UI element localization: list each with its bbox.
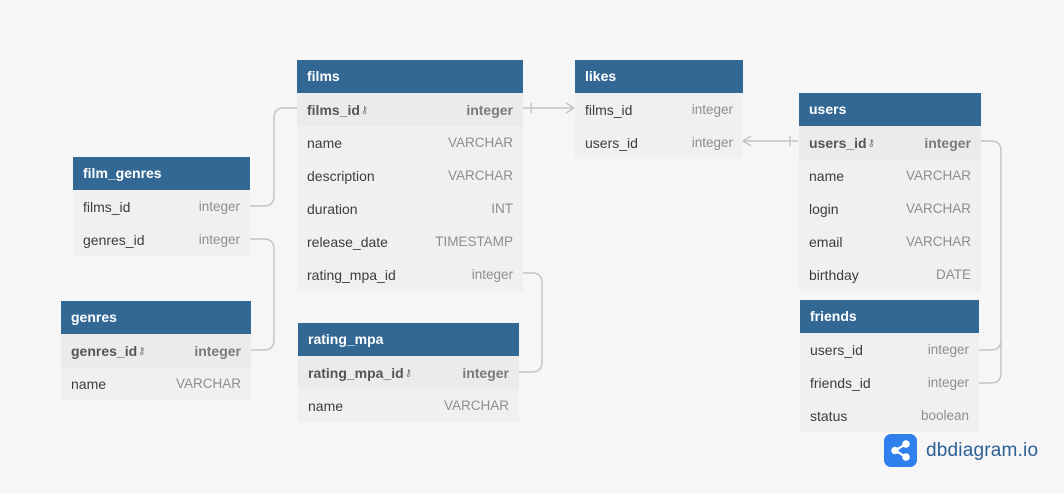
table-row[interactable]: films_id⚷ integer xyxy=(297,93,523,126)
table-row[interactable]: release_date TIMESTAMP xyxy=(297,225,523,258)
field-name: birthday xyxy=(809,266,859,283)
field-type: integer xyxy=(198,232,240,247)
table-row[interactable]: login VARCHAR xyxy=(799,192,981,225)
field-name: genres_id xyxy=(83,231,145,248)
field-type: integer xyxy=(194,342,241,359)
field-type: VARCHAR xyxy=(175,376,241,391)
field-type: integer xyxy=(466,101,513,118)
table-row[interactable]: users_id integer xyxy=(575,126,743,159)
field-name: genres_id⚷ xyxy=(71,342,146,359)
table-row[interactable]: rating_mpa_id⚷ integer xyxy=(298,356,519,389)
field-name: duration xyxy=(307,200,358,217)
field-type: VARCHAR xyxy=(447,135,513,150)
field-name: email xyxy=(809,233,843,250)
field-name: login xyxy=(809,200,839,217)
field-name: users_id xyxy=(585,134,638,151)
table-friends[interactable]: friends users_id integer friends_id inte… xyxy=(800,300,979,432)
field-name: name xyxy=(308,397,344,414)
field-type: VARCHAR xyxy=(905,234,971,249)
table-header[interactable]: users xyxy=(799,93,981,126)
table-genres[interactable]: genres genres_id⚷ integer name VARCHAR xyxy=(61,301,251,400)
relation-film-genres-films xyxy=(250,107,297,207)
field-type: integer xyxy=(691,135,733,150)
field-type: INT xyxy=(491,201,513,216)
table-row[interactable]: name VARCHAR xyxy=(61,367,251,400)
field-type: integer xyxy=(691,102,733,117)
table-header[interactable]: friends xyxy=(800,300,979,333)
table-row[interactable]: name VARCHAR xyxy=(799,159,981,192)
field-type: DATE xyxy=(935,267,971,282)
table-films[interactable]: films films_id⚷ integer name VARCHAR des… xyxy=(297,60,523,291)
table-row[interactable]: name VARCHAR xyxy=(297,126,523,159)
field-type: VARCHAR xyxy=(443,398,509,413)
brand-text: dbdiagram.io xyxy=(926,439,1039,461)
share-icon xyxy=(884,434,917,467)
key-icon: ⚷ xyxy=(360,104,369,116)
table-header[interactable]: films xyxy=(297,60,523,93)
field-name: films_id xyxy=(585,101,633,118)
table-row[interactable]: email VARCHAR xyxy=(799,225,981,258)
field-type: boolean xyxy=(920,408,969,423)
key-icon: ⚷ xyxy=(138,345,146,357)
field-type: TIMESTAMP xyxy=(435,234,513,249)
table-header[interactable]: genres xyxy=(61,301,251,334)
field-name: films_id xyxy=(83,198,131,215)
dbdiagram-brand[interactable]: dbdiagram.io xyxy=(884,434,1038,467)
table-row[interactable]: films_id integer xyxy=(575,93,743,126)
table-row[interactable]: status boolean xyxy=(800,399,979,432)
key-icon: ⚷ xyxy=(867,137,875,149)
key-icon: ⚷ xyxy=(404,367,413,379)
table-row[interactable]: users_id integer xyxy=(800,333,979,366)
table-film-genres[interactable]: film_genres films_id integer genres_id i… xyxy=(73,157,250,256)
field-name: name xyxy=(809,167,845,184)
table-row[interactable]: genres_id integer xyxy=(73,223,250,256)
relation-users-friends-user xyxy=(979,140,1002,351)
field-type: integer xyxy=(927,375,969,390)
table-header[interactable]: film_genres xyxy=(73,157,250,190)
table-row[interactable]: description VARCHAR xyxy=(297,159,523,192)
field-type: VARCHAR xyxy=(447,168,513,183)
table-row[interactable]: duration INT xyxy=(297,192,523,225)
table-header[interactable]: likes xyxy=(575,60,743,93)
relation-film-genres-genres xyxy=(250,238,275,351)
table-row[interactable]: rating_mpa_id integer xyxy=(297,258,523,291)
table-row[interactable]: users_id⚷ integer xyxy=(799,126,981,159)
table-header[interactable]: rating_mpa xyxy=(298,323,519,356)
table-row[interactable]: birthday DATE xyxy=(799,258,981,291)
field-name: rating_mpa_id xyxy=(307,266,396,283)
table-users[interactable]: users users_id⚷ integer name VARCHAR log… xyxy=(799,93,981,291)
table-rating-mpa[interactable]: rating_mpa rating_mpa_id⚷ integer name V… xyxy=(298,323,519,422)
field-name: description xyxy=(307,167,375,184)
field-name: name xyxy=(307,134,343,151)
table-row[interactable]: films_id integer xyxy=(73,190,250,223)
table-row[interactable]: name VARCHAR xyxy=(298,389,519,422)
field-name: users_id⚷ xyxy=(809,134,875,151)
field-type: integer xyxy=(924,134,971,151)
table-row[interactable]: friends_id integer xyxy=(800,366,979,399)
table-row[interactable]: genres_id⚷ integer xyxy=(61,334,251,367)
field-name: films_id⚷ xyxy=(307,101,369,118)
field-type: integer xyxy=(462,364,509,381)
field-name: rating_mpa_id⚷ xyxy=(308,364,413,381)
relation-users-friends-friend xyxy=(979,340,1002,384)
field-type: integer xyxy=(927,342,969,357)
field-name: release_date xyxy=(307,233,388,250)
field-type: VARCHAR xyxy=(905,168,971,183)
field-name: friends_id xyxy=(810,374,871,391)
field-type: integer xyxy=(198,199,240,214)
field-type: integer xyxy=(471,267,513,282)
table-likes[interactable]: likes films_id integer users_id integer xyxy=(575,60,743,159)
field-name: status xyxy=(810,407,848,424)
field-type: VARCHAR xyxy=(905,201,971,216)
field-name: name xyxy=(71,375,107,392)
field-name: users_id xyxy=(810,341,863,358)
